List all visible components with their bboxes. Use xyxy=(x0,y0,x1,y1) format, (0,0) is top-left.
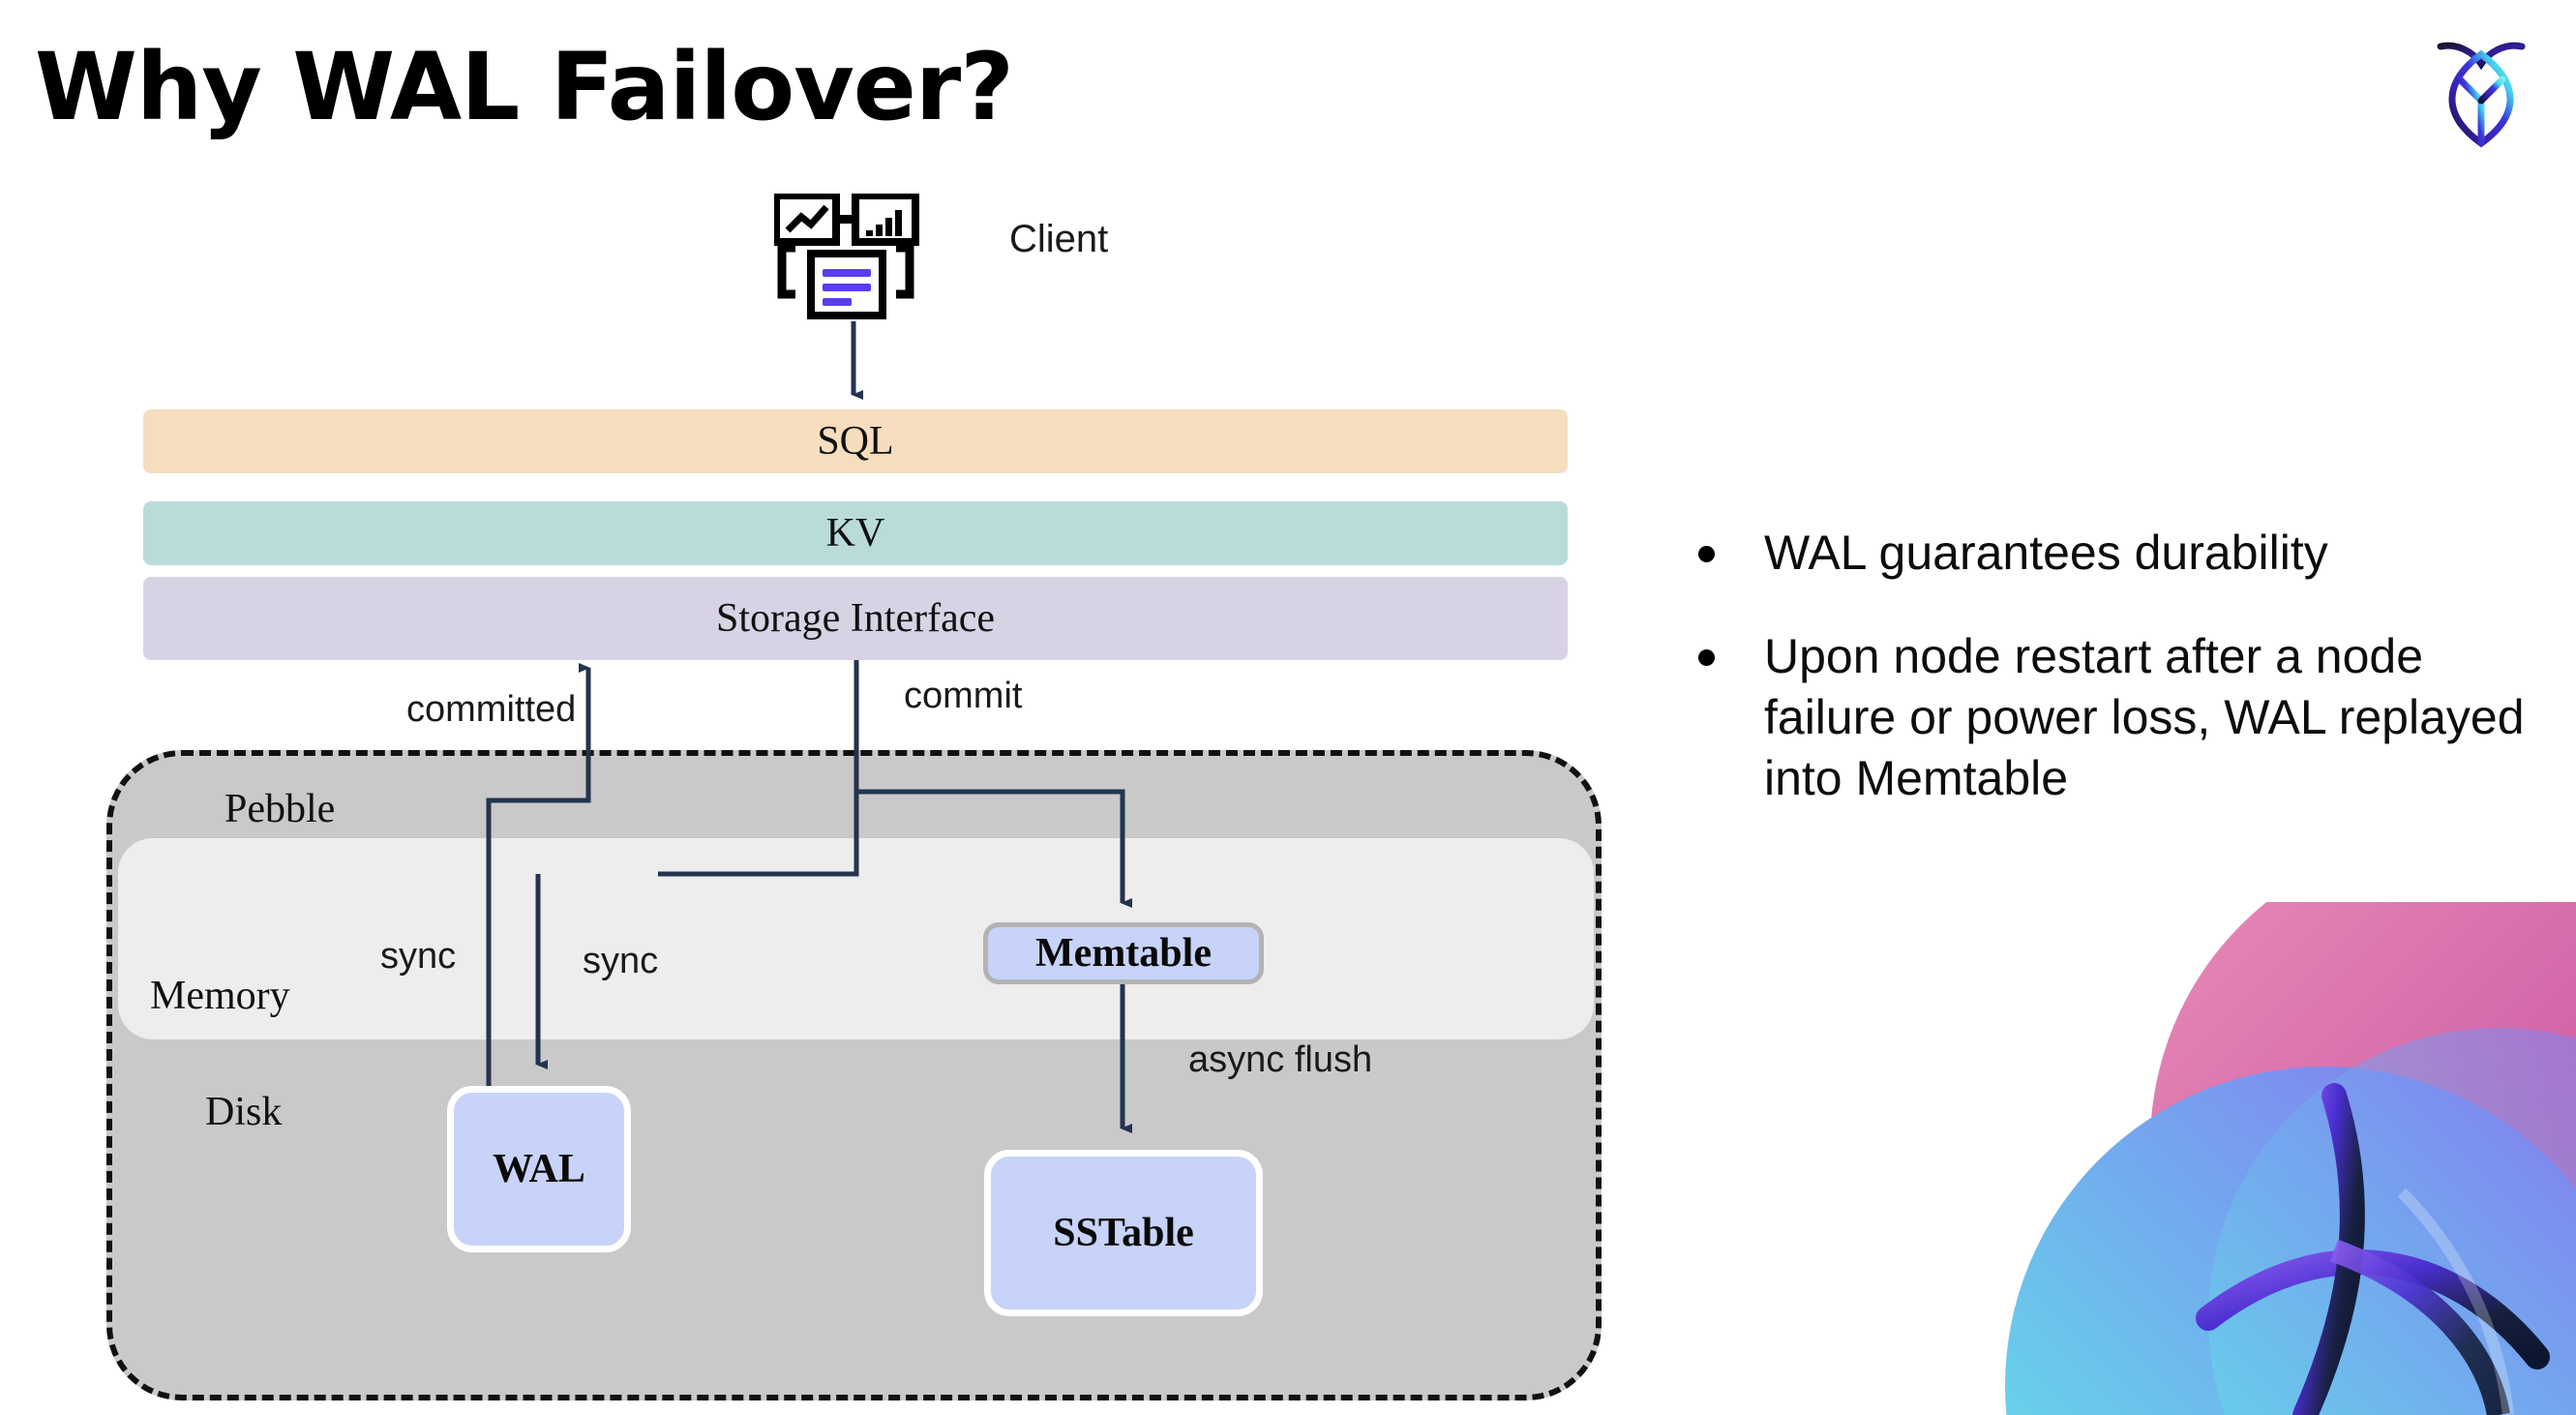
node-wal: WAL xyxy=(447,1086,631,1252)
bullet-dot-icon xyxy=(1698,546,1715,562)
layer-label-storage-interface: Storage Interface xyxy=(716,596,995,641)
diagram-connectors xyxy=(486,321,1132,1133)
edge-label-commit: commit xyxy=(904,676,1023,716)
layer-label-sql: SQL xyxy=(817,419,894,464)
client-label: Client xyxy=(1009,218,1109,260)
cockroachdb-logo xyxy=(2413,21,2549,166)
bullet-dot-icon xyxy=(1698,649,1715,666)
node-label-sstable: SSTable xyxy=(1053,1211,1194,1255)
client-devices-icon xyxy=(772,192,929,319)
memory-label: Memory xyxy=(150,974,290,1018)
list-item: WAL guarantees durability xyxy=(1698,523,2531,584)
edge-label-sync-right: sync xyxy=(583,941,659,981)
edge-label-async-flush: async flush xyxy=(1188,1039,1373,1080)
node-sstable: SSTable xyxy=(984,1150,1263,1316)
edge-label-sync-left: sync xyxy=(380,936,457,977)
disk-label: Disk xyxy=(205,1090,283,1134)
pebble-label: Pebble xyxy=(225,787,336,831)
edge-label-committed: committed xyxy=(406,689,577,730)
layer-label-kv: KV xyxy=(825,511,885,556)
node-memtable: Memtable xyxy=(983,922,1264,984)
wal-architecture-diagram: Pebble Memory Disk SQL KV Storage Interf… xyxy=(106,192,1602,1400)
node-label-memtable: Memtable xyxy=(1035,931,1212,976)
layer-bar-sql: SQL xyxy=(143,409,1568,473)
bullet-text: WAL guarantees durability xyxy=(1764,526,2328,580)
list-item: Upon node restart after a node failure o… xyxy=(1698,626,2531,809)
decorative-logo-watermark xyxy=(1918,902,2576,1415)
node-label-wal: WAL xyxy=(493,1147,585,1191)
layer-bar-kv: KV xyxy=(143,501,1568,565)
layer-bar-storage-interface: Storage Interface xyxy=(143,577,1568,660)
page-title: Why WAL Failover? xyxy=(35,33,1014,141)
bullet-list: WAL guarantees durability Upon node rest… xyxy=(1698,523,2531,852)
bullet-text: Upon node restart after a node failure o… xyxy=(1764,629,2525,805)
